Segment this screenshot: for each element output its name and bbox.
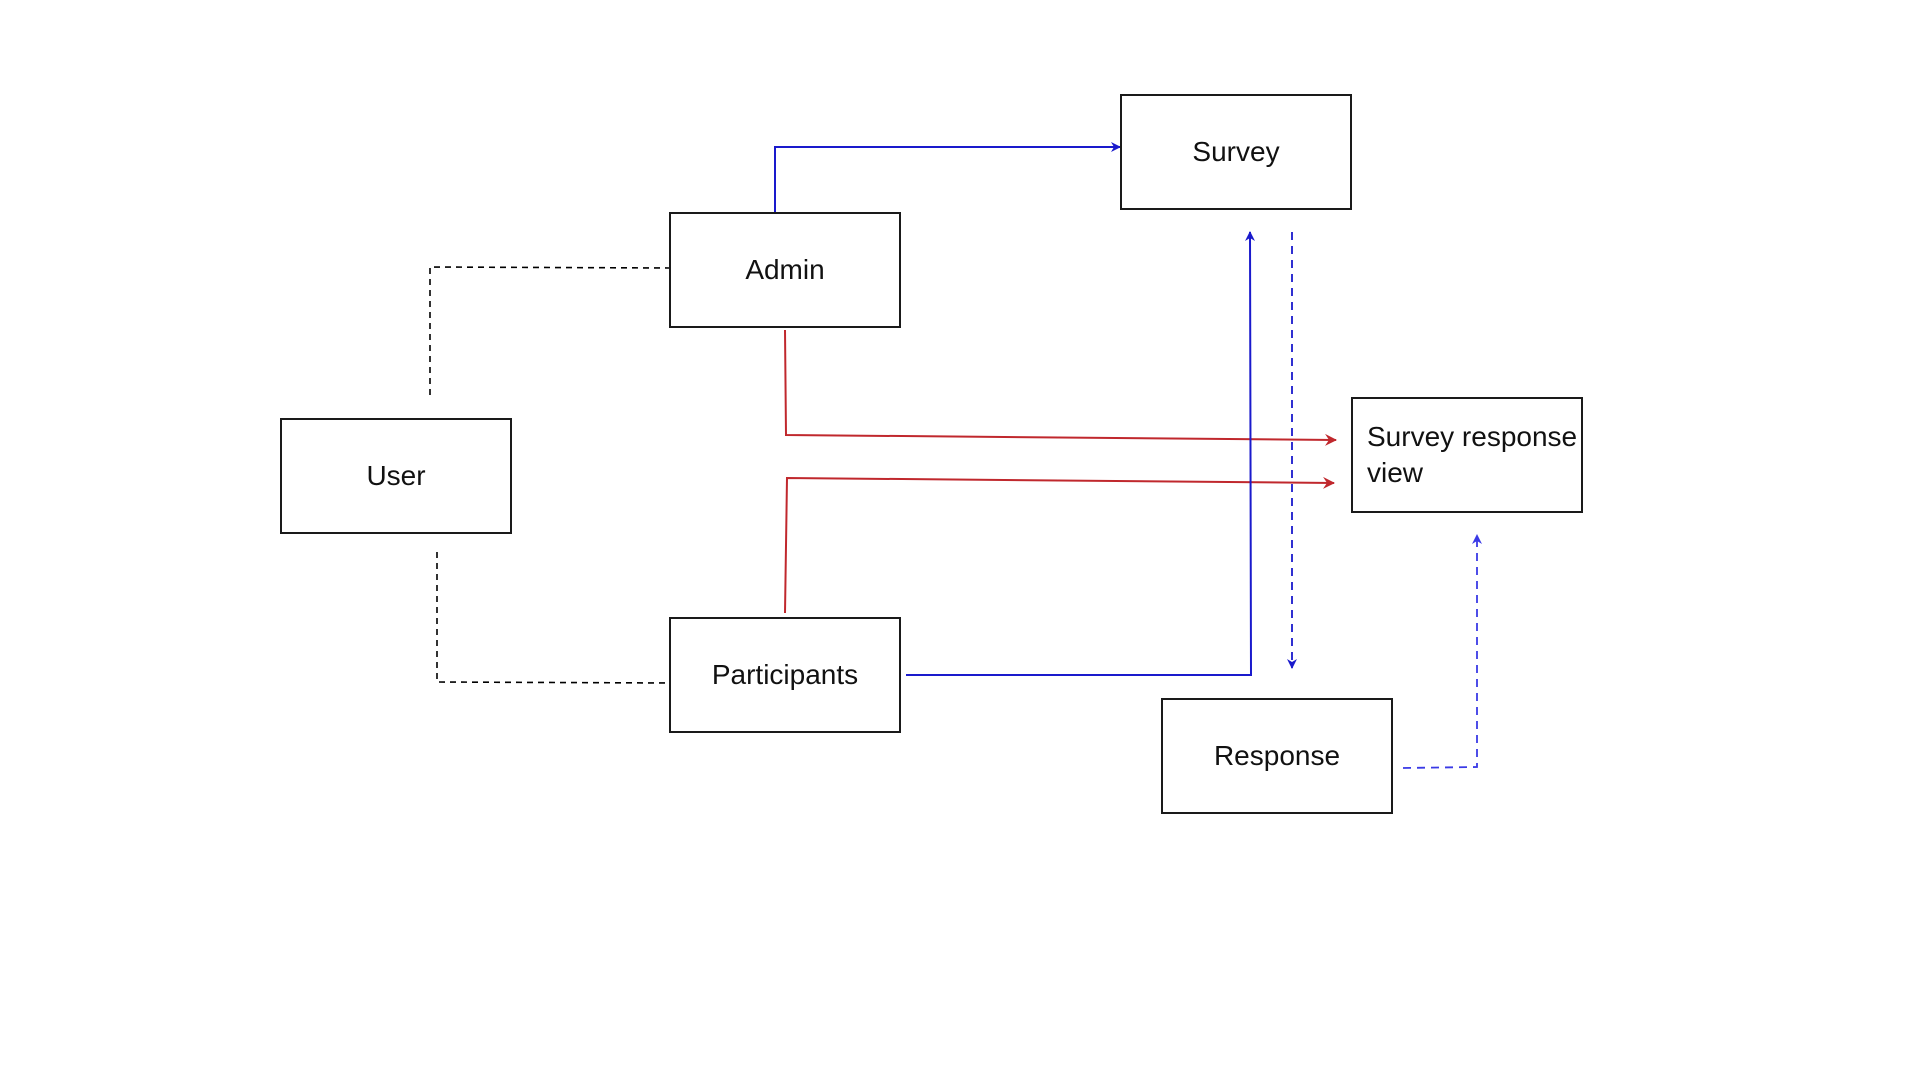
node-survey: Survey <box>1120 94 1352 210</box>
node-response: Response <box>1161 698 1393 814</box>
node-user-label: User <box>366 460 426 491</box>
node-user: User <box>280 418 512 534</box>
node-response-label: Response <box>1213 740 1341 771</box>
edge-admin-survey <box>774 142 1121 212</box>
edge-response-survey-response-view <box>1402 534 1482 769</box>
edge-user-admin <box>429 266 670 395</box>
node-survey-label: Survey <box>1192 136 1280 167</box>
edge-admin-survey-response-view <box>784 329 1337 446</box>
node-participants: Participants <box>669 617 901 733</box>
edge-user-participants <box>436 552 670 684</box>
node-admin-label: Admin <box>745 254 825 285</box>
edge-participants-survey-response-view <box>784 476 1335 614</box>
edge-participants-survey <box>906 231 1256 676</box>
node-admin: Admin <box>669 212 901 328</box>
node-participants-label: Participants <box>711 659 859 690</box>
node-survey-response-view: Survey response view <box>1351 397 1583 513</box>
node-survey-response-view-label: Survey response view <box>1367 421 1578 488</box>
